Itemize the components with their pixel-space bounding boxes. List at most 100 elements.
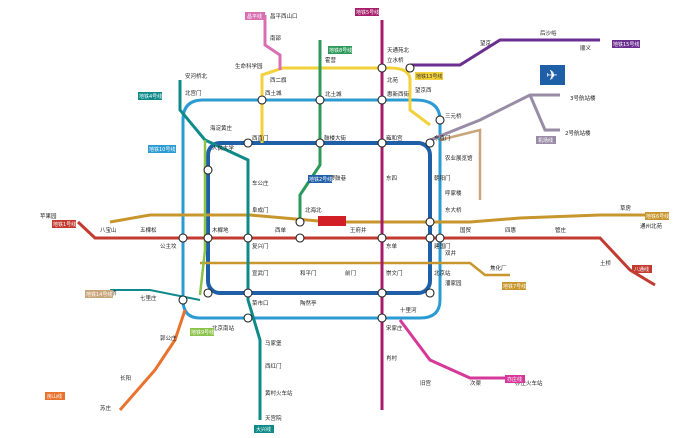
station-label: 西红门 bbox=[265, 362, 282, 370]
station-label: 朝阳门 bbox=[434, 174, 451, 182]
station-label: 西直门 bbox=[252, 134, 269, 142]
station-label: 呼家楼 bbox=[445, 189, 462, 197]
station-label: 望京 bbox=[480, 39, 492, 47]
station-label: 郭公庄 bbox=[160, 334, 177, 342]
station-label: 后沙峪 bbox=[540, 29, 557, 37]
station-label: 长阳 bbox=[120, 374, 131, 382]
station-label: 和平门 bbox=[300, 269, 317, 277]
station-label: 七里庄 bbox=[140, 294, 157, 302]
station-label: 宋家庄 bbox=[386, 324, 403, 332]
station-label: 旧宫 bbox=[420, 379, 432, 387]
station-label: 海淀黄庄 bbox=[210, 124, 233, 132]
tag-yizhuang-bg bbox=[505, 375, 525, 383]
station-label: 国贸 bbox=[460, 226, 472, 234]
tag-line13-bg bbox=[415, 72, 443, 80]
station-label: 亦庄火车站 bbox=[515, 379, 543, 387]
line-6 bbox=[109, 213, 650, 224]
station-labels: 昌平西山口 南邵 生命科学园 西二旗 霍营 天通苑北 立水桥 北苑 望京西 西土… bbox=[40, 12, 663, 422]
station-label: 复兴门 bbox=[252, 242, 269, 250]
station-label: 南锣鼓巷 bbox=[324, 174, 347, 182]
line-13 bbox=[260, 66, 431, 143]
station-label: 农业展览馆 bbox=[445, 154, 473, 162]
station-label: 北京站 bbox=[434, 269, 451, 277]
tag-line15-bg bbox=[612, 40, 640, 48]
tag-line1: 地铁1号线 bbox=[53, 221, 76, 228]
station-label: 管庄 bbox=[555, 226, 567, 234]
station-label: 木樨地 bbox=[212, 226, 229, 234]
tag-changping-bg bbox=[245, 12, 265, 20]
station-label: 北海北 bbox=[305, 206, 322, 214]
station-label: 菜市口 bbox=[252, 299, 269, 307]
line-4 bbox=[178, 80, 262, 420]
station-label: 通州北苑 bbox=[640, 222, 663, 230]
station-label: 土桥 bbox=[600, 259, 612, 267]
tag-line14: 地铁14号线 bbox=[86, 291, 112, 298]
airport-badge bbox=[540, 65, 565, 85]
line-airport bbox=[429, 93, 560, 142]
tag-line10: 地铁10号线 bbox=[149, 146, 175, 153]
station-label: 潘家园 bbox=[445, 279, 462, 287]
station-label: 肖村 bbox=[386, 354, 398, 362]
tag-line4-bg bbox=[138, 92, 162, 100]
station-label: 昌平西山口 bbox=[270, 12, 298, 20]
tag-line5: 地铁5号线 bbox=[356, 9, 379, 16]
station-label: 西单 bbox=[275, 226, 287, 234]
station-label: 生命科学园 bbox=[235, 62, 263, 70]
station-label: 车公庄 bbox=[252, 179, 269, 187]
tag-line10-bg bbox=[148, 145, 176, 153]
tag-line4: 地铁4号线 bbox=[139, 93, 162, 100]
station-label: 人民大学 bbox=[212, 144, 235, 152]
station-label: 东直门 bbox=[434, 134, 451, 142]
station-label: 马家堡 bbox=[265, 339, 282, 347]
station-label: 双井 bbox=[445, 249, 457, 257]
station-label: 北宫门 bbox=[185, 89, 202, 97]
tag-line8: 地铁8号线 bbox=[329, 47, 352, 54]
line-7 bbox=[200, 261, 510, 277]
tag-line5-bg bbox=[355, 8, 379, 16]
station-label: 惠新西街 bbox=[387, 90, 410, 98]
station-label: 鼓楼大街 bbox=[324, 134, 347, 142]
station-label: 八宝山 bbox=[100, 226, 117, 234]
station-label: 次渠 bbox=[470, 379, 482, 387]
tag-line9-bg bbox=[190, 328, 214, 336]
tag-fangshan-bg bbox=[45, 392, 65, 400]
station-label: 三元桥 bbox=[445, 112, 462, 120]
station-label: 2号航站楼 bbox=[565, 129, 591, 137]
line-changping bbox=[263, 15, 282, 70]
tag-changping: 昌平线 bbox=[247, 13, 262, 20]
tiananmen-marker bbox=[318, 216, 346, 226]
station-label: 建国门 bbox=[434, 242, 451, 250]
station-label: 北京南站 bbox=[212, 324, 235, 332]
station-label: 十里河 bbox=[400, 306, 417, 314]
line-14 bbox=[439, 128, 482, 200]
line-yizhuang bbox=[398, 319, 515, 380]
tag-yizhuang: 亦庄线 bbox=[507, 376, 522, 383]
station-label: 东单 bbox=[386, 242, 398, 250]
tag-line7: 地铁7号线 bbox=[503, 283, 526, 290]
tag-line9: 地铁9号线 bbox=[191, 329, 214, 336]
station-label: 焦化厂 bbox=[490, 264, 507, 272]
line-9 bbox=[198, 140, 207, 296]
station-label: 东四 bbox=[386, 174, 397, 182]
tag-line7-bg bbox=[502, 282, 526, 290]
tag-daxing: 大兴线 bbox=[256, 426, 271, 433]
tag-batong: 八通线 bbox=[634, 266, 649, 273]
station-label: 五棵松 bbox=[140, 226, 157, 234]
station-label: 西土城 bbox=[265, 89, 282, 97]
station-label: 四惠 bbox=[505, 226, 517, 234]
line-1 bbox=[76, 220, 656, 287]
station-label: 苏庄 bbox=[100, 404, 112, 412]
station-label: 安河桥北 bbox=[185, 72, 208, 80]
line-10-loop bbox=[181, 98, 442, 320]
station-label: 天通苑北 bbox=[387, 46, 410, 54]
tag-line14-bg bbox=[85, 290, 113, 298]
tag-line2: 地铁2号线 bbox=[309, 176, 332, 183]
line-fangshan bbox=[118, 309, 187, 411]
station-label: 东大桥 bbox=[445, 206, 462, 214]
line-tags: 昌平线 地铁8号线 地铁5号线 地铁13号线 地铁15号线 地铁4号线 地铁10… bbox=[45, 8, 669, 433]
plane-icon: ✈ bbox=[546, 68, 558, 84]
tag-airport: 机场线 bbox=[538, 137, 553, 144]
tag-line15: 地铁15号线 bbox=[613, 41, 639, 48]
station-label: 顺义 bbox=[580, 45, 592, 52]
station-label: 天宫院 bbox=[265, 414, 282, 422]
